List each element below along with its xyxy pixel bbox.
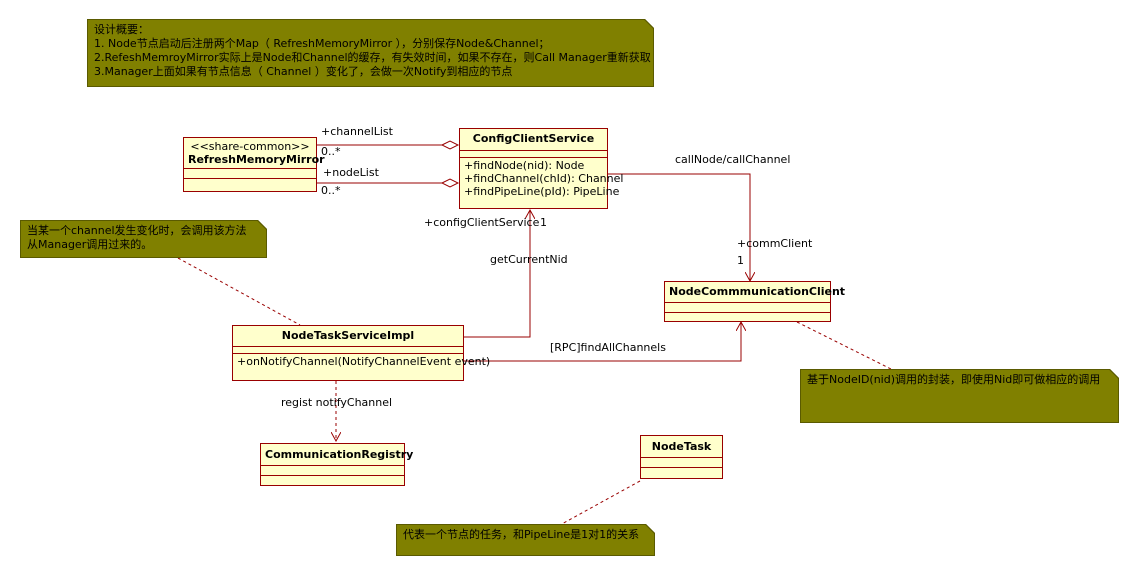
class-stereotype: <<share-common>> (190, 140, 310, 153)
class-name: ConfigClientService (472, 132, 595, 145)
note-line: 当某一个channel发生变化时，会调用该方法 (27, 224, 247, 237)
get-current-nid-association (464, 210, 530, 338)
operations-compartment (261, 476, 404, 485)
nodeid-note: 基于NodeID(nid)调用的封装，即使用Nid即可做相应的调用 (800, 369, 1119, 423)
get-current-nid-label: getCurrentNid (490, 253, 568, 266)
attributes-compartment (641, 458, 722, 468)
regist-notify-channel-label: regist notifyChannel (281, 396, 393, 409)
attributes-compartment (665, 303, 830, 313)
rpc-find-all-channels-label: [RPC]findAllChannels (550, 341, 666, 354)
attributes-compartment (261, 466, 404, 476)
class-refresh-memory-mirror[interactable]: <<share-common>> RefreshMemoryMirror (183, 137, 325, 192)
attributes-compartment (184, 169, 316, 179)
comm-client-role-label: +commClient (737, 237, 813, 250)
config-client-service-multiplicity: 1 (540, 216, 547, 229)
call-node-channel-label: callNode/callChannel (675, 153, 791, 166)
comm-client-multiplicity: 1 (737, 254, 744, 267)
attributes-compartment (233, 347, 463, 354)
operation-find-node: +findNode(nid): Node (464, 159, 585, 172)
channel-change-note: 当某一个channel发生变化时，会调用该方法 从Manager调用过来的。 (20, 220, 267, 258)
aggregation-diamond-icon (440, 178, 460, 188)
call-node-channel-association (608, 173, 750, 281)
aggregation-diamond-icon (440, 140, 460, 150)
note-line: 3.Manager上面如果有节点信息（ Channel ）变化了，会做一次Not… (94, 65, 513, 78)
note-line: 基于NodeID(nid)调用的封装，即使用Nid即可做相应的调用 (807, 373, 1101, 386)
note-anchor-nodeid (796, 321, 894, 371)
note-line: 从Manager调用过来的。 (27, 238, 153, 251)
class-name: NodeCommmunicationClient (669, 285, 846, 298)
operation-find-channel: +findChannel(chId): Channel (464, 172, 624, 185)
note-anchor-channel-change (177, 257, 301, 326)
operations-compartment: +findNode(nid): Node +findChannel(chId):… (460, 158, 624, 199)
note-line: 代表一个节点的任务，和PipeLine是1对1的关系 (403, 528, 640, 541)
channel-list-role-label: +channelList (321, 125, 393, 138)
class-name: NodeTask (651, 440, 712, 453)
operation-find-pipeline: +findPipeLine(pId): PipeLine (464, 185, 620, 198)
note-line: 1. Node节点启动后注册两个Map（ RefreshMemoryMirror… (94, 37, 550, 50)
operation-on-notify-channel: +onNotifyChannel(NotifyChannelEvent even… (237, 355, 491, 368)
operations-compartment (184, 179, 316, 188)
config-client-service-role-label: +configClientService (424, 216, 540, 229)
design-summary-note: 设计概要： 1. Node节点启动后注册两个Map（ RefreshMemory… (87, 19, 654, 87)
operations-compartment (641, 468, 722, 477)
note-line: 设计概要： (94, 23, 149, 36)
class-name: RefreshMemoryMirror (188, 153, 325, 166)
operations-compartment (665, 313, 830, 322)
channel-list-aggregation (317, 140, 460, 150)
rpc-find-all-channels-association (464, 322, 741, 362)
class-config-client-service[interactable]: ConfigClientService +findNode(nid): Node… (459, 128, 624, 209)
class-name: NodeTaskServiceImpl (281, 329, 415, 342)
class-node-task[interactable]: NodeTask (640, 435, 723, 479)
attributes-compartment (460, 151, 607, 158)
class-node-communication-client[interactable]: NodeCommmunicationClient (664, 281, 846, 322)
note-anchor-nodetask (559, 480, 641, 526)
class-node-task-service-impl[interactable]: NodeTaskServiceImpl +onNotifyChannel(Not… (232, 325, 491, 381)
nodetask-note: 代表一个节点的任务，和PipeLine是1对1的关系 (396, 524, 655, 556)
note-line: 2.RefeshMemroyMirror实际上是Node和Channel的缓存，… (94, 51, 651, 64)
class-communication-registry[interactable]: CommunicationRegistry (260, 443, 414, 486)
channel-list-multiplicity: 0..* (321, 145, 341, 158)
operations-compartment: +onNotifyChannel(NotifyChannelEvent even… (233, 354, 491, 369)
node-list-multiplicity: 0..* (321, 184, 341, 197)
class-name: CommunicationRegistry (265, 448, 414, 461)
node-list-aggregation (317, 178, 460, 188)
node-list-role-label: +nodeList (323, 166, 379, 179)
